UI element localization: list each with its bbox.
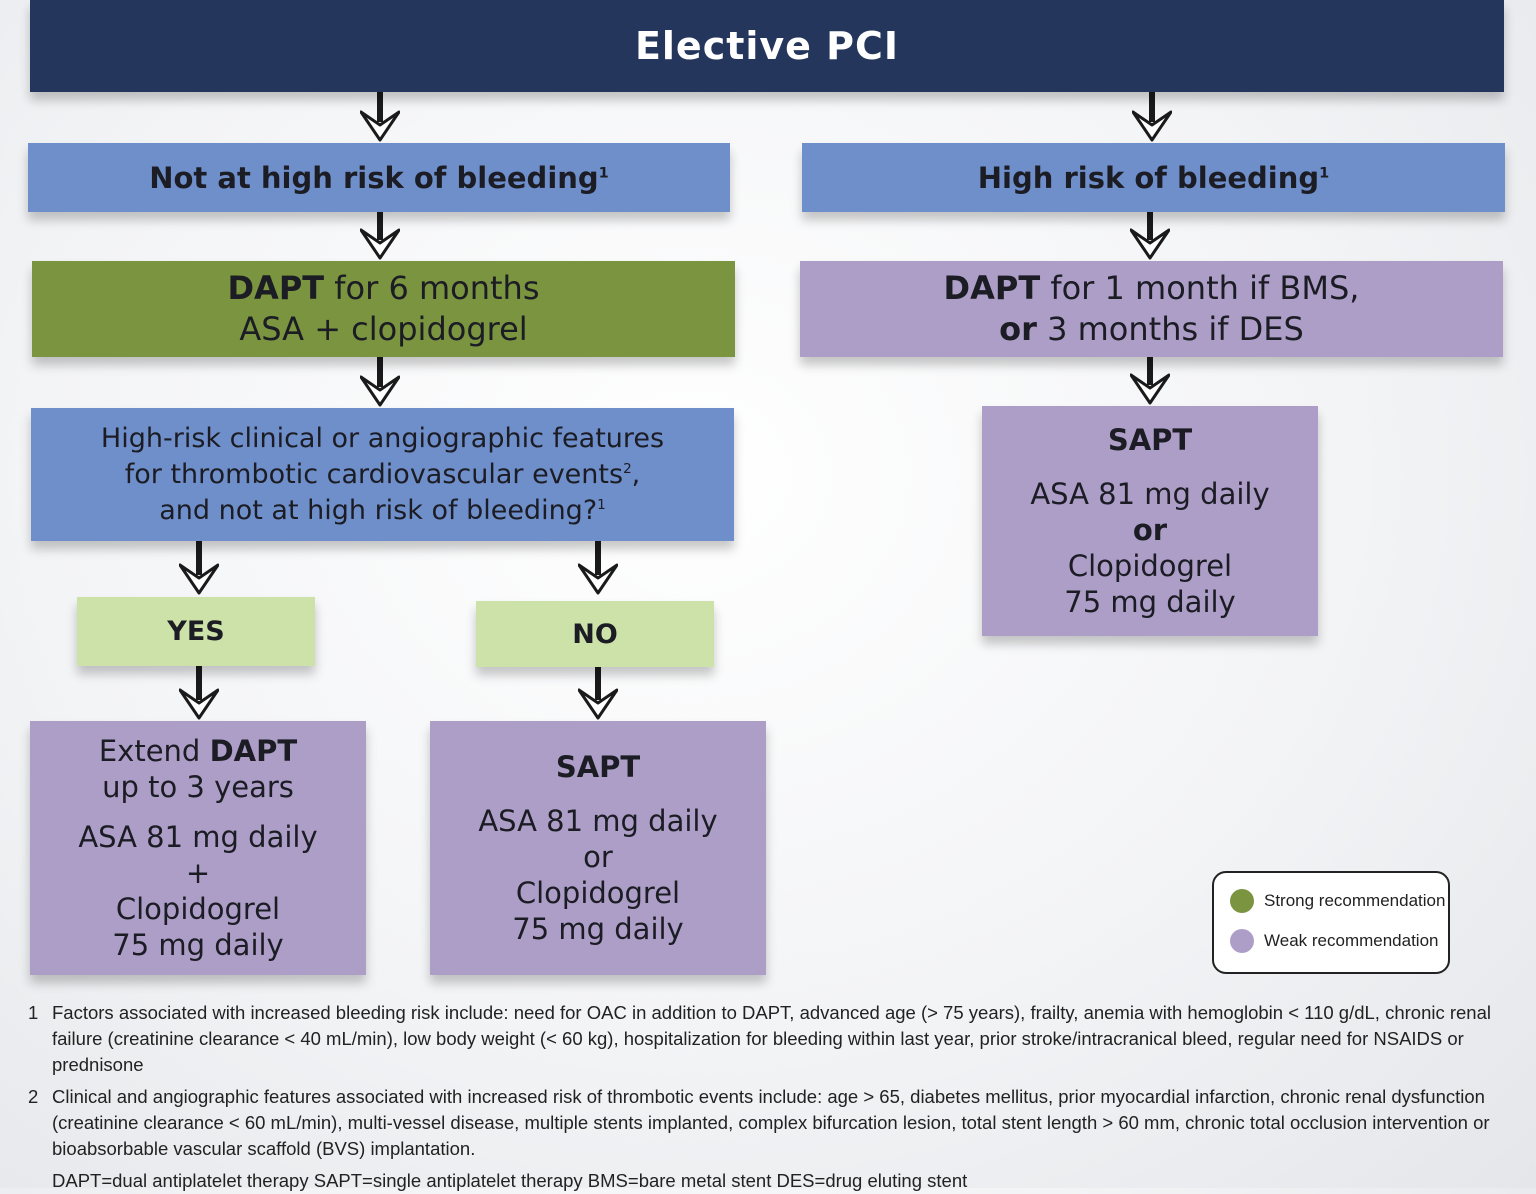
- legend-strong-label: Strong recommendation: [1264, 891, 1446, 910]
- arrow-title-to-left: [360, 92, 400, 142]
- dapt-6-months-line2: ASA + clopidogrel: [239, 310, 528, 348]
- question-line2: for thrombotic cardiovascular events2,: [124, 458, 641, 490]
- sapt-no-heading: SAPT: [555, 750, 641, 784]
- title-box: Elective PCI: [30, 0, 1504, 92]
- dapt-6-months-box: DAPT for 6 months ASA + clopidogrel: [32, 261, 735, 357]
- extend-dapt-line3: ASA 81 mg daily: [78, 820, 318, 854]
- dapt-short-duration-box: DAPT for 1 month if BMS, or 3 months if …: [800, 261, 1503, 357]
- sapt-right-line3: Clopidogrel: [1067, 549, 1233, 583]
- arrow-no-to-outcome: [578, 667, 618, 720]
- dapt-short-line2: or 3 months if DES: [999, 310, 1304, 348]
- extend-dapt-line1: Extend DAPT: [98, 734, 298, 768]
- footnote-1: 1 Factors associated with increased blee…: [28, 1000, 1528, 1078]
- footnote-1-number: 1: [28, 1002, 39, 1023]
- sapt-no-line4: 75 mg daily: [512, 912, 684, 946]
- sapt-no-line1: ASA 81 mg daily: [478, 804, 718, 838]
- arrow-dapt-to-question: [360, 357, 400, 407]
- extend-dapt-line2: up to 3 years: [102, 770, 294, 804]
- question-line1: High-risk clinical or angiographic featu…: [100, 422, 665, 454]
- sapt-right-line4: 75 mg daily: [1064, 585, 1236, 619]
- dapt-6-months-line1: DAPT for 6 months: [227, 269, 540, 307]
- arrow-right-dapt-to-sapt: [1130, 357, 1170, 405]
- footnote-2: 2 Clinical and angiographic features ass…: [28, 1084, 1528, 1162]
- arrow-title-to-right: [1132, 92, 1172, 142]
- footnotes: 1 Factors associated with increased blee…: [28, 1000, 1528, 1194]
- extend-dapt-box: Extend DAPT up to 3 years ASA 81 mg dail…: [30, 721, 366, 975]
- weak-recommendation-dot: [1230, 929, 1254, 953]
- legend-weak-row: Weak recommendation: [1230, 929, 1448, 953]
- title-text: Elective PCI: [634, 24, 900, 68]
- yes-box: YES: [77, 597, 315, 666]
- footnote-2-text: Clinical and angiographic features assoc…: [52, 1086, 1490, 1159]
- legend-weak-label: Weak recommendation: [1264, 931, 1439, 950]
- recommendation-legend: Strong recommendation Weak recommendatio…: [1212, 871, 1450, 974]
- arrow-question-to-yes: [179, 541, 219, 595]
- abbreviations: DAPT=dual antiplatelet therapy SAPT=sing…: [52, 1170, 968, 1191]
- extend-dapt-line5: Clopidogrel: [115, 892, 281, 926]
- high-bleeding-risk-box: High risk of bleeding1: [802, 143, 1505, 212]
- footnote-2-number: 2: [28, 1086, 39, 1107]
- sapt-right-line1: ASA 81 mg daily: [1030, 477, 1270, 511]
- dapt-short-line1: DAPT for 1 month if BMS,: [943, 269, 1360, 307]
- no-label: NO: [572, 618, 618, 650]
- question-line3: and not at high risk of bleeding?1: [159, 494, 606, 526]
- yes-label: YES: [167, 616, 225, 647]
- arrow-question-to-no: [578, 541, 618, 595]
- arrow-right-header-to-dapt: [1130, 212, 1170, 260]
- strong-recommendation-dot: [1230, 889, 1254, 913]
- high-risk-features-question-box: High-risk clinical or angiographic featu…: [31, 408, 734, 541]
- extend-dapt-line4: +: [185, 856, 211, 890]
- sapt-right-line2: or: [1132, 513, 1168, 547]
- sapt-right-heading: SAPT: [1107, 423, 1193, 457]
- sapt-high-bleeding-box: SAPT ASA 81 mg daily or Clopidogrel 75 m…: [982, 406, 1318, 636]
- arrow-left-header-to-dapt: [360, 212, 400, 260]
- sapt-no-box: SAPT ASA 81 mg daily or Clopidogrel 75 m…: [430, 721, 766, 975]
- high-bleeding-risk-label: High risk of bleeding1: [977, 160, 1330, 195]
- extend-dapt-line6: 75 mg daily: [112, 928, 284, 962]
- sapt-no-line3: Clopidogrel: [515, 876, 681, 910]
- sapt-no-line2: or: [583, 840, 613, 874]
- footnote-1-text: Factors associated with increased bleedi…: [52, 1002, 1491, 1075]
- not-high-bleeding-risk-label: Not at high risk of bleeding1: [149, 160, 609, 195]
- no-box: NO: [476, 601, 714, 667]
- not-high-bleeding-risk-box: Not at high risk of bleeding1: [28, 143, 730, 212]
- arrow-yes-to-outcome: [179, 666, 219, 720]
- legend-strong-row: Strong recommendation: [1230, 889, 1448, 913]
